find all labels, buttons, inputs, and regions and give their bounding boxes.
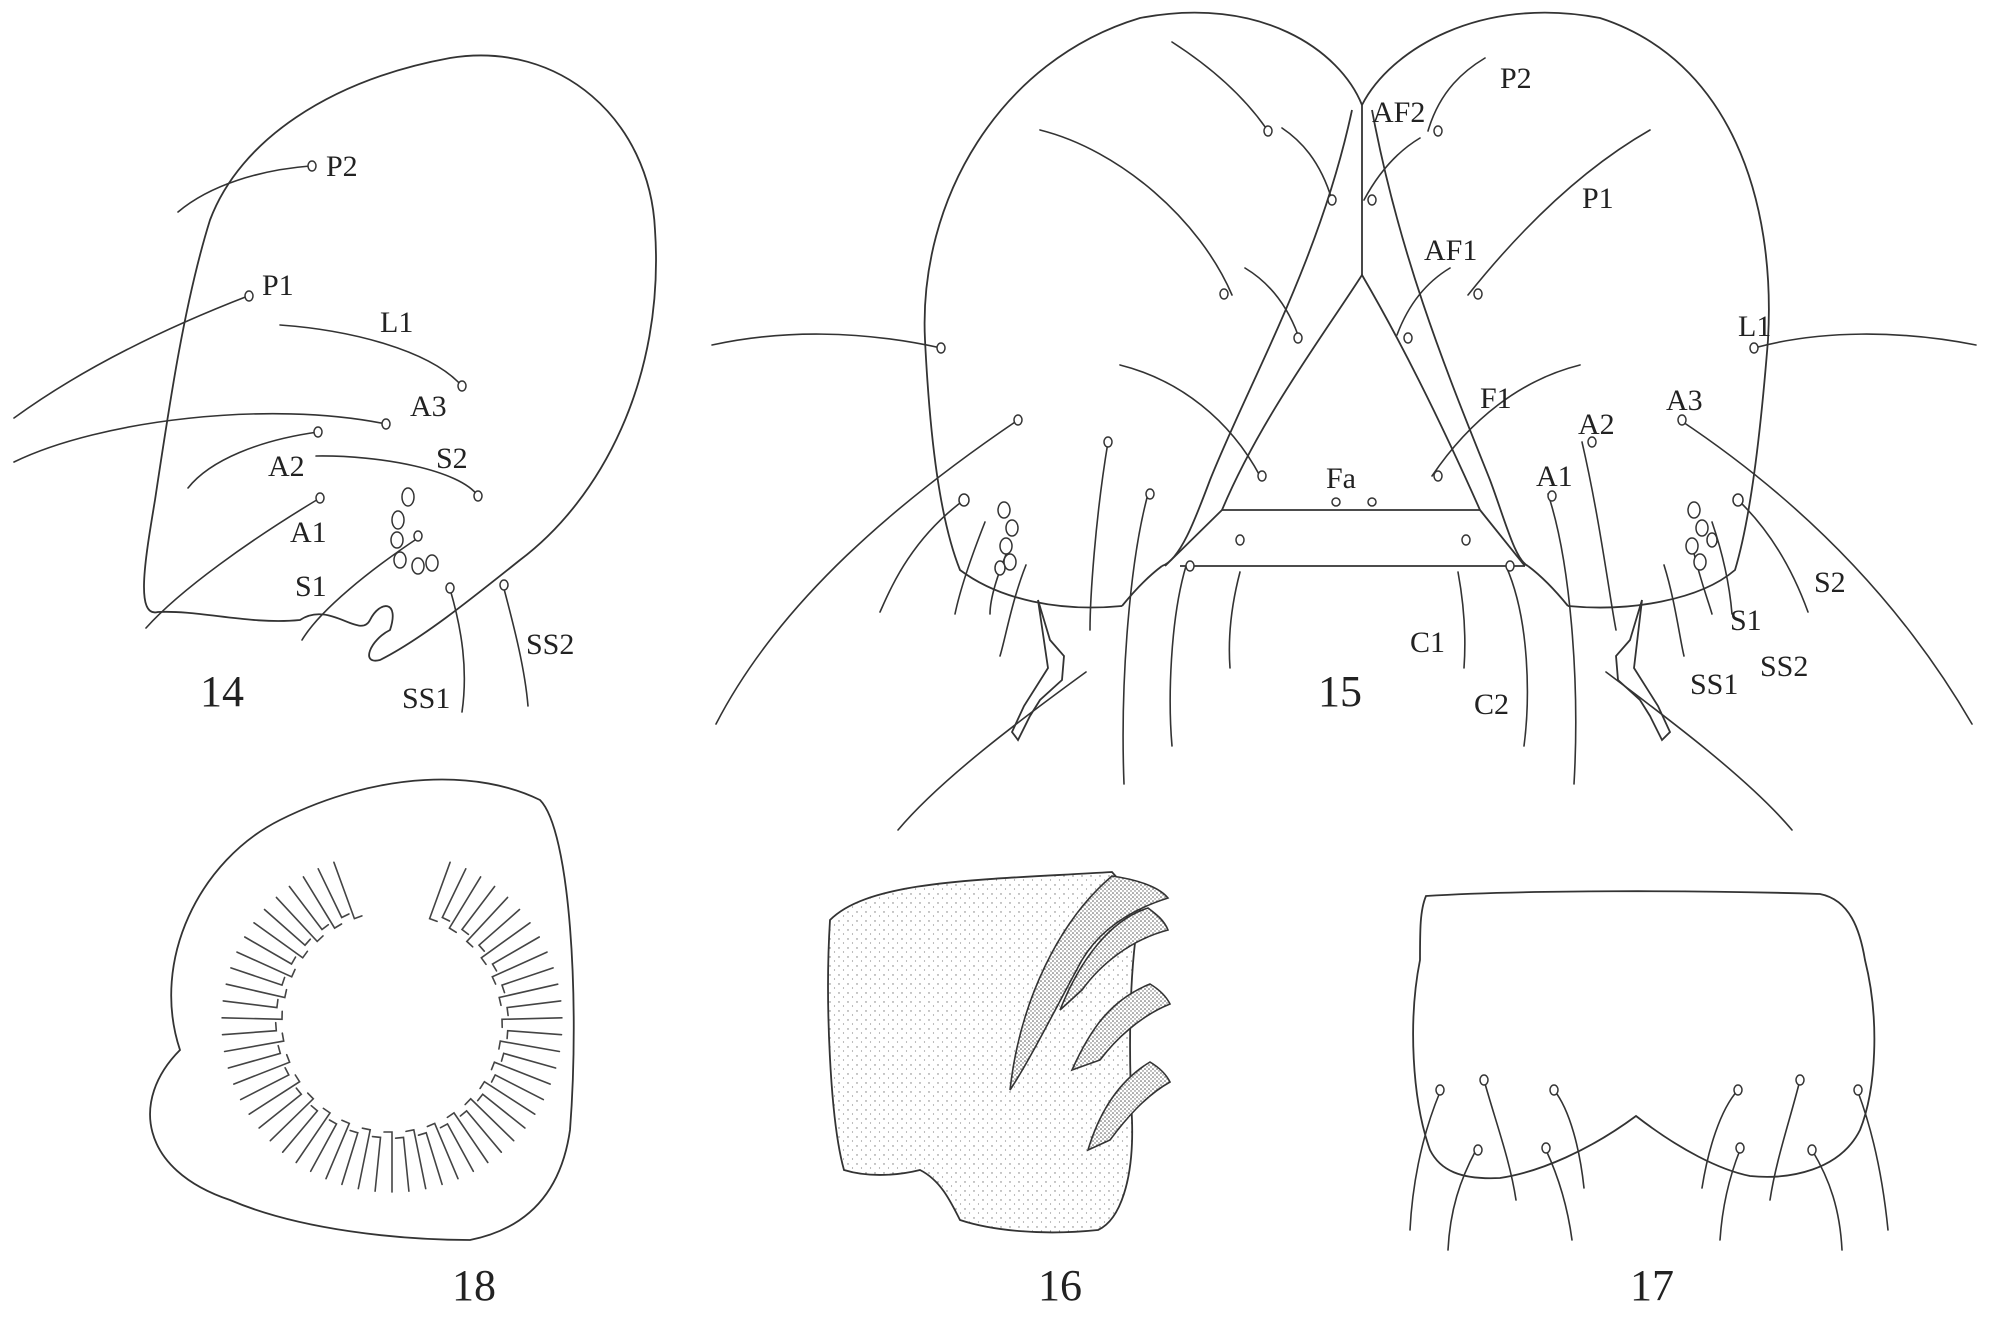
comb-spine: [439, 1122, 475, 1173]
comb-spine: [295, 1107, 332, 1164]
comb-spine: [236, 951, 296, 978]
comb-spine: [500, 1052, 557, 1069]
comb-spine: [258, 1087, 303, 1129]
label-AF1: AF1: [1424, 234, 1477, 267]
comb-spine: [417, 1131, 443, 1186]
comb-spine: [230, 967, 286, 987]
comb-spine: [325, 1119, 351, 1180]
figure-number-16: 16: [1038, 1261, 1082, 1310]
label-SS1: SS1: [402, 682, 450, 715]
comb-spine: [480, 922, 531, 966]
comb-spine: [394, 1136, 410, 1192]
comb-spine: [275, 896, 324, 943]
label-SS2: SS2: [526, 628, 574, 661]
figure-14-head-lateral: P2 P1 L1 A3 A2 S2 A1 S1 SS2 SS1 14: [13, 54, 657, 716]
label-L1-dorsal: L1: [1738, 310, 1771, 343]
label-C2: C2: [1474, 688, 1509, 721]
comb-spine: [501, 1017, 563, 1029]
label-A1: A1: [290, 516, 327, 549]
comb-spine: [477, 908, 521, 952]
label-P2: P2: [326, 150, 358, 183]
comb-spine: [227, 1044, 282, 1069]
comb-spine: [263, 908, 312, 947]
comb-spine: [239, 1067, 290, 1101]
comb-spine: [490, 1061, 551, 1085]
comb-spine: [281, 1104, 319, 1153]
comb-spine: [288, 885, 330, 931]
comb-spine: [498, 983, 559, 1007]
comb-spine: [441, 868, 467, 922]
comb-spine: [222, 998, 279, 1009]
comb-spine: [506, 1029, 563, 1040]
comb-spine: [426, 1122, 459, 1180]
figure-number-17: 17: [1630, 1261, 1674, 1310]
comb-spine: [446, 1111, 489, 1164]
label-AF2: AF2: [1372, 96, 1425, 129]
comb-spine: [459, 1109, 503, 1153]
comb-spine: [428, 861, 451, 923]
label-P1: P1: [262, 269, 294, 302]
comb-spine: [498, 1040, 561, 1053]
comb-spine: [248, 1074, 301, 1115]
comb-spine: [221, 1021, 278, 1036]
label-P2-dorsal: P2: [1500, 62, 1532, 95]
figure-number-14: 14: [200, 667, 244, 716]
comb-spine: [244, 936, 297, 966]
comb-spine: [233, 1053, 291, 1085]
comb-spine: [309, 1119, 338, 1173]
label-A2-dorsal: A2: [1578, 408, 1615, 441]
figure-number-15: 15: [1318, 667, 1362, 716]
label-SS1-dorsal: SS1: [1690, 668, 1738, 701]
comb-spine: [383, 1131, 393, 1193]
comb-spine: [341, 1129, 359, 1186]
comb-spine: [223, 1032, 285, 1053]
label-A3: A3: [410, 390, 447, 423]
comb-spine: [357, 1127, 372, 1190]
figure-15-head-dorsal: AF2 P2 P1 AF1 L1 F1 A3 A2 A1 Fa C1 C2 S2…: [711, 11, 1977, 831]
comb-spine: [491, 951, 548, 985]
comb-spine: [405, 1128, 427, 1190]
comb-spine: [491, 936, 540, 972]
comb-spine: [500, 967, 554, 994]
comb-spine: [317, 868, 350, 919]
comb-spine: [448, 876, 482, 934]
label-S1-dorsal: S1: [1730, 604, 1762, 637]
label-A3-dorsal: A3: [1666, 384, 1703, 417]
label-F1: F1: [1480, 382, 1512, 415]
figure-18-spiracle-ring: 18: [149, 778, 575, 1310]
comb-spine: [465, 896, 509, 948]
label-P1-dorsal: P1: [1582, 182, 1614, 215]
label-A2: A2: [268, 450, 305, 483]
label-L1: L1: [380, 306, 413, 339]
comb-spines: [221, 861, 563, 1193]
comb-spine: [333, 861, 363, 920]
label-A1-dorsal: A1: [1536, 460, 1573, 493]
comb-spine: [253, 922, 309, 959]
comb-spine: [476, 1093, 526, 1129]
comb-spine: [479, 1080, 536, 1115]
comb-spine: [371, 1135, 382, 1192]
label-S1: S1: [295, 570, 327, 603]
comb-spine: [460, 885, 496, 936]
label-S2: S2: [436, 442, 468, 475]
label-SS2-dorsal: SS2: [1760, 650, 1808, 683]
figure-number-18: 18: [452, 1261, 496, 1310]
label-C1: C1: [1410, 626, 1445, 659]
comb-spine: [221, 1010, 283, 1021]
comb-spine: [302, 876, 343, 930]
label-S2-dorsal: S2: [1814, 566, 1846, 599]
label-Fa: Fa: [1326, 462, 1356, 495]
comb-spine: [269, 1092, 315, 1142]
comb-spine: [464, 1097, 515, 1142]
comb-spine: [490, 1073, 545, 1101]
figure-17-labrum: 17: [1409, 890, 1889, 1310]
figure-16-mandible: 16: [827, 871, 1172, 1310]
comb-spine: [506, 1000, 562, 1017]
comb-spine: [225, 983, 288, 999]
